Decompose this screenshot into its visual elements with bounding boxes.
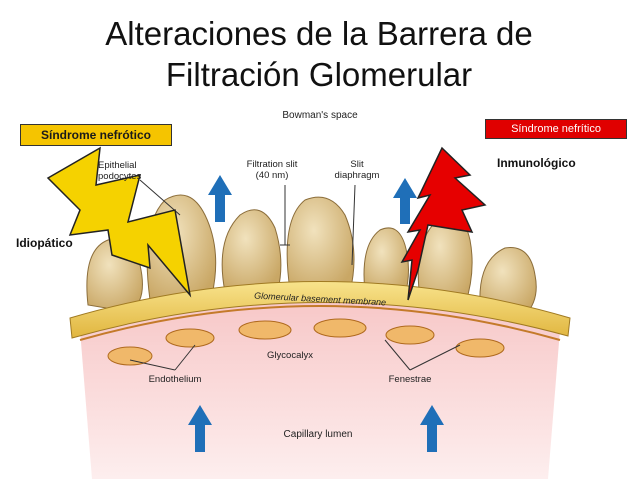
filtration-arrows [188, 175, 444, 452]
slit-diaphragm-label-1: Slit [350, 159, 364, 170]
fenestrae-label: Fenestrae [389, 374, 432, 385]
endothelial-cell [455, 338, 505, 358]
title-line-1: Alteraciones de la Barrera de [105, 15, 533, 52]
red-lightning-bolt-icon [400, 146, 487, 301]
endothelial-cell [313, 318, 367, 338]
leader-lines [129, 179, 461, 371]
endothelial-cell [238, 320, 292, 340]
glomerular-basement-membrane [69, 281, 571, 339]
arrow-up-icon [208, 175, 232, 222]
bowmans-space-label: Bowman's space [282, 110, 358, 121]
epithelial-podocytes-label-1: Epithelial [98, 160, 137, 171]
endothelial-cells [107, 318, 505, 366]
filtration-slit-label-1: Filtration slit [247, 159, 298, 170]
endothelial-cell [385, 325, 435, 345]
title-line-2: Filtración Glomerular [165, 56, 473, 93]
endothelial-cell [107, 346, 153, 366]
glycocalyx-label: Glycocalyx [267, 350, 313, 361]
badge-sindrome-nefritico: Síndrome nefrítico [485, 119, 627, 139]
capillary-lumen-area [80, 292, 560, 479]
inmunologico-label: Inmunológico [497, 156, 576, 170]
filtration-slit-label-2: (40 nm) [256, 170, 289, 181]
endothelium-label: Endothelium [149, 374, 202, 385]
endothelial-cell [165, 328, 215, 348]
arrow-up-icon [188, 405, 212, 452]
podocyte-5 [363, 227, 409, 296]
endothelium-layer [79, 305, 561, 341]
badge-sindrome-nefrotico: Síndrome nefrótico [20, 124, 172, 146]
podocyte-7 [479, 247, 537, 316]
epithelial-podocytes-label-2: podocytes [98, 171, 142, 182]
arrow-up-icon [420, 405, 444, 452]
yellow-lightning-bolt-icon [46, 146, 192, 298]
idiopatico-label: Idiopático [16, 236, 73, 250]
slit-diaphragm-label-2: diaphragm [335, 170, 380, 181]
arrow-up-icon [393, 178, 417, 224]
podocyte-4 [286, 196, 355, 293]
capillary-lumen-label: Capillary lumen [284, 429, 353, 440]
podocyte-3 [221, 209, 282, 293]
